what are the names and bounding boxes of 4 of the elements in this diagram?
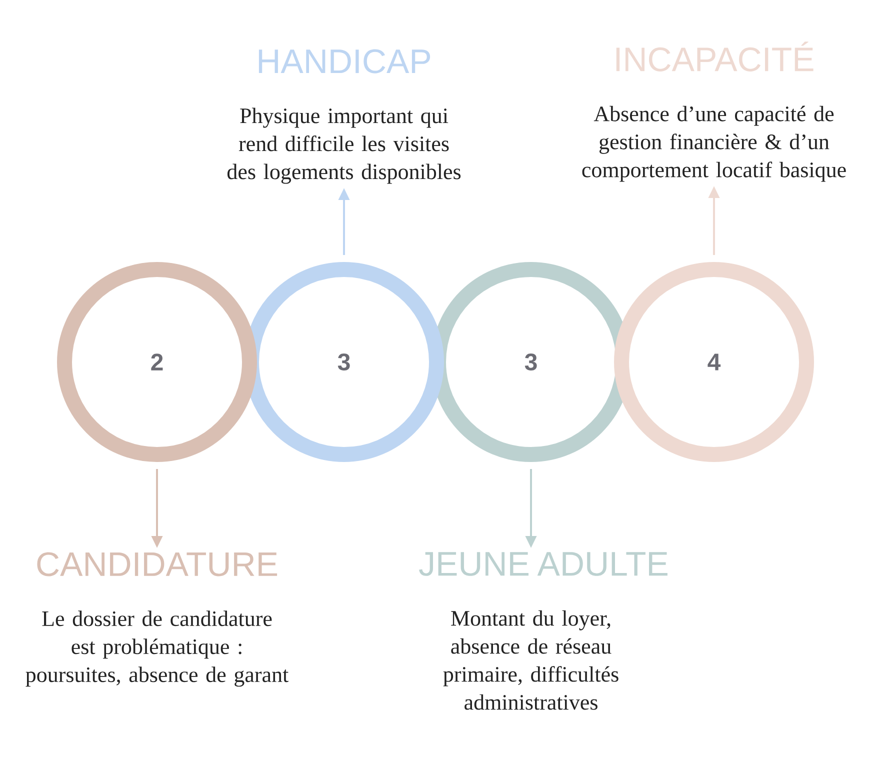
callout-text: CANDIDATURE Le dossier de candidature est problématique : poursuites, absence de garant <box>26 552 289 687</box>
callout-text: JEUNE ADULTE Montant du loyer, absence de réseau primaire, difficultés administratives <box>419 552 668 710</box>
node-label: 4 <box>708 354 721 370</box>
callout-text: HANDICAP Physique important qui rend difficile les visites des logements disponibles <box>227 49 461 184</box>
